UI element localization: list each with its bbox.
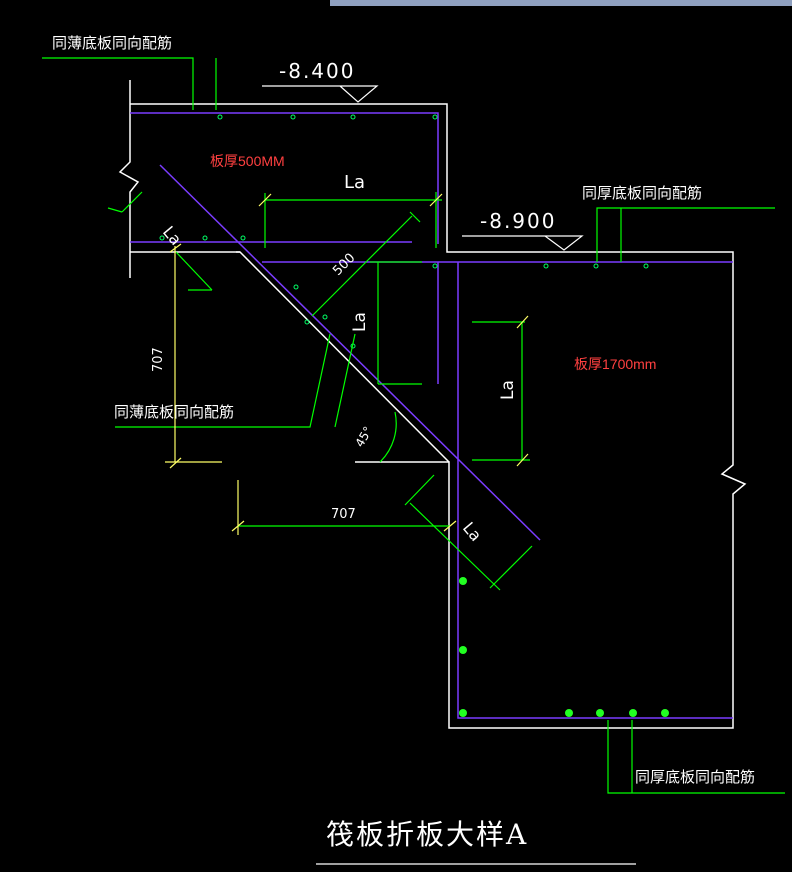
elevation-markers: [262, 85, 584, 251]
extension-lines: [165, 193, 529, 535]
concrete-outline: [118, 80, 747, 729]
rebar-note-thin-bottom: 同薄底板同向配筋: [114, 403, 234, 421]
rebar-note-thick-top: 同厚底板同向配筋: [582, 184, 702, 202]
anchor-length-left: La: [159, 222, 186, 249]
anchor-length-middle: La: [350, 312, 370, 332]
drawing-title: 筏板折板大样A: [326, 818, 528, 851]
viewport-top-bar: [330, 0, 792, 6]
thin-slab-thickness-label: 板厚500MM: [210, 153, 285, 169]
rebar-markers: [159, 114, 649, 349]
angle-dimension: 45°: [352, 424, 375, 449]
horizontal-offset-dimension: 707: [331, 507, 356, 522]
dimension-lines: [107, 191, 533, 591]
rebar-note-thick-bottom: 同厚底板同向配筋: [635, 768, 755, 786]
rebar-note-thin-top: 同薄底板同向配筋: [52, 34, 172, 52]
elevation-lower: -8.900: [480, 209, 556, 233]
anchor-length-right: La: [498, 380, 518, 400]
rebar-lines: [130, 112, 733, 719]
thick-slab-rebar-dots: [459, 577, 669, 717]
thick-slab-thickness-label: 板厚1700mm: [574, 356, 656, 372]
elevation-upper: -8.400: [279, 59, 355, 83]
anchor-length-top: La: [344, 172, 365, 193]
vertical-offset-dimension: 707: [151, 347, 166, 372]
anchor-length-bottom: La: [459, 518, 486, 545]
leader-lines: [42, 57, 785, 794]
